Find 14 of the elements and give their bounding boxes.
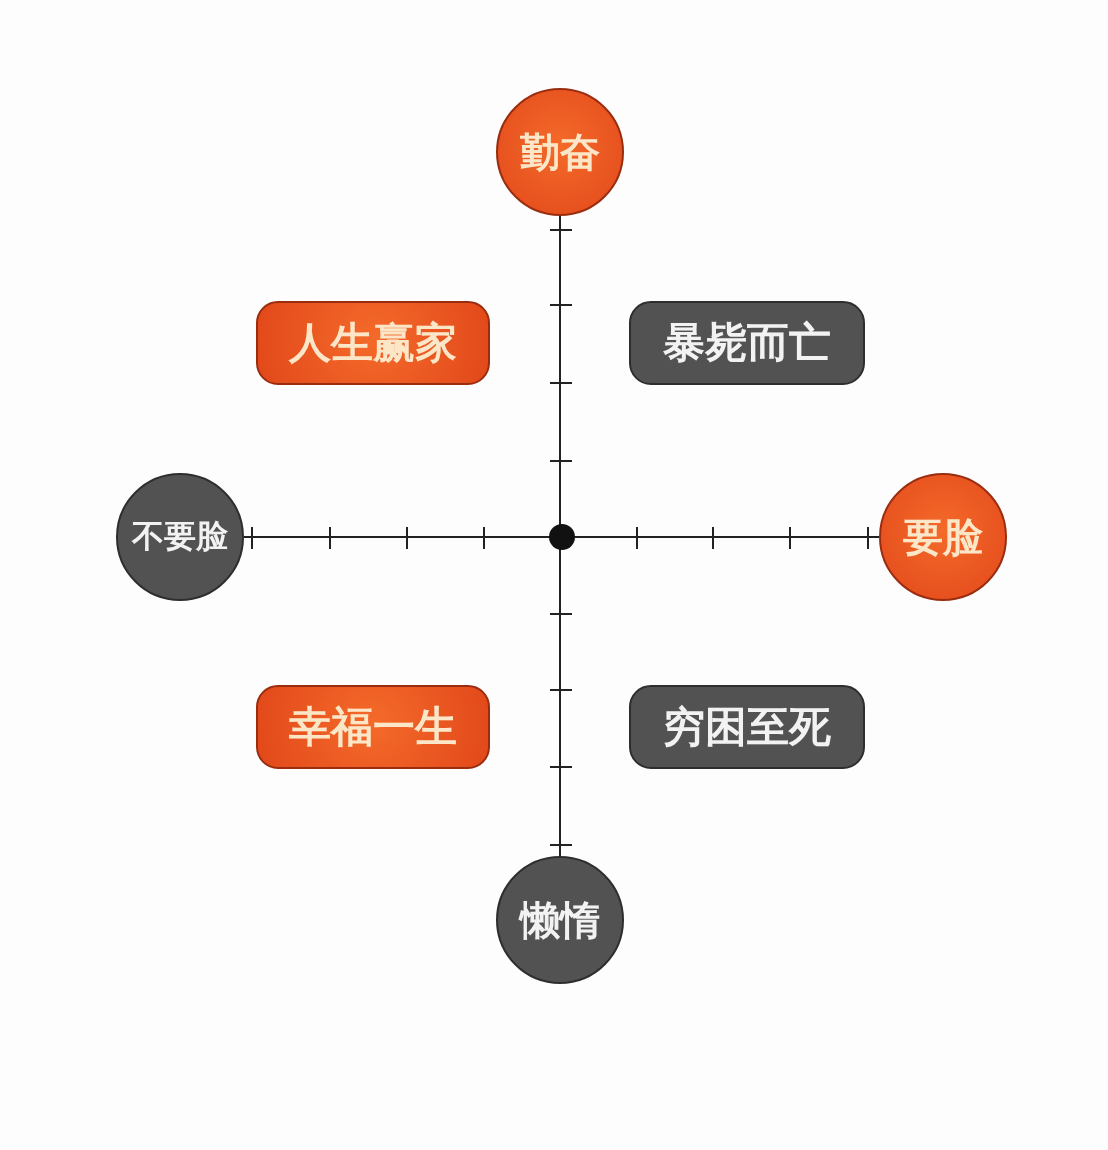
node-label: 穷困至死 bbox=[663, 701, 831, 753]
node-label: 要脸 bbox=[903, 512, 983, 562]
node-label: 懒惰 bbox=[520, 895, 600, 945]
node-label: 幸福一生 bbox=[289, 701, 457, 753]
node-label: 勤奋 bbox=[520, 127, 600, 177]
node-label: 暴毙而亡 bbox=[663, 317, 831, 369]
node-label: 人生赢家 bbox=[289, 317, 457, 369]
node-label: 不要脸 bbox=[132, 516, 228, 557]
quadrant-label-box bbox=[256, 685, 490, 769]
quadrant-label-box bbox=[629, 685, 865, 769]
quadrant-label-box bbox=[629, 301, 865, 385]
quadrant-label-box bbox=[256, 301, 490, 385]
axis-line bbox=[243, 536, 880, 538]
axis-line bbox=[559, 215, 561, 857]
